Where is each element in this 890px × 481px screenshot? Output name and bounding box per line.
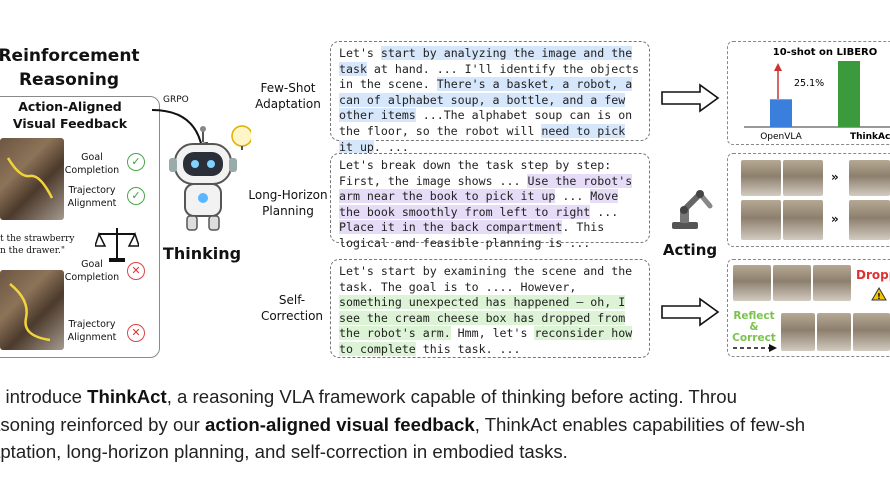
thinking-label: Thinking (162, 244, 242, 263)
reasoning-box-self-correction: Let's start by examining the scene and t… (330, 259, 650, 358)
trajectory-overlay (6, 157, 54, 199)
caption-text: , a reasoning VLA framework capable of t… (166, 386, 737, 407)
svg-text:!: ! (877, 292, 881, 301)
frame-image (853, 313, 890, 351)
feedback-title: Action-Aligned Visual Feedback (0, 98, 140, 132)
frame-image (849, 160, 890, 196)
instruction-quote: t the strawberry n the drawer." (0, 234, 75, 256)
robot-arm-icon (672, 190, 713, 229)
frame-image (817, 313, 851, 351)
frame-image (813, 265, 851, 301)
caption-text: , ThinkAct enables capabilities of few-s… (474, 413, 806, 435)
warning-icon: ! (871, 287, 887, 301)
reasoning-text: . This logical and feasible planning is … (339, 220, 605, 250)
frame-image (849, 200, 890, 240)
goal-completion-label: Goal Completion (64, 152, 120, 176)
libero-bar-chart: 10-shot on LIBERO 25.1% OpenVLA ThinkAct… (744, 47, 890, 142)
reasoning-text: at hand. ... I'll identify the objects i… (339, 61, 640, 92)
highlighted-reasoning-text: Place it in the back compartment (339, 220, 563, 235)
capability-label-few-shot: Few-Shot Adaptation (255, 81, 321, 111)
frame-image (741, 200, 781, 240)
reasoning-text: Let's (339, 46, 381, 60)
capability-label-self-correction: Self- Correction (260, 293, 324, 323)
acting-label: Acting (662, 241, 718, 259)
scene-photo-success (0, 138, 64, 220)
libero-chart-box (727, 41, 890, 145)
check-icon: ✓ (127, 153, 145, 171)
reasoning-text: Let's start by examining the scene and t… (339, 264, 633, 294)
capability-label-long-horizon: Long-Horizon Planning (248, 188, 328, 218)
sequence-chevron-icon: » (831, 170, 839, 184)
caption-line-1: e introduce ThinkAct, a reasoning VLA fr… (0, 383, 890, 411)
caption-text: e introduce (0, 386, 82, 407)
title-line-1: Reinforcement (0, 46, 140, 66)
cross-icon: ✕ (127, 324, 145, 342)
trajectory-alignment-label: Trajectory Alignment (67, 319, 117, 343)
scene-photo-failure (0, 270, 64, 350)
sequence-chevron-icon: » (831, 212, 839, 226)
x-tick-thinkact: ThinkAct (Ours) (850, 132, 890, 142)
trajectory-overlay (9, 283, 51, 342)
robot-icon (169, 125, 251, 231)
reasoning-text: Let's break down the task step by step: … (339, 158, 612, 188)
reinforcement-reasoning-title: Reinforcement Reasoning (0, 44, 144, 92)
reflect-correct-label: Reflect & Correct (732, 310, 776, 344)
reasoning-box-long-horizon: Let's break down the task step by step: … (330, 153, 650, 250)
frame-image (741, 160, 781, 196)
figure-caption: e introduce ThinkAct, a reasoning VLA fr… (0, 383, 890, 466)
check-icon: ✓ (127, 187, 145, 205)
reasoning-text: ... (590, 204, 619, 219)
frame-image (773, 265, 811, 301)
goal-completion-label: Goal Completion (64, 259, 120, 283)
reasoning-text: ... (555, 189, 591, 204)
feedback-title-line-1: Action-Aligned (18, 99, 122, 114)
balance-scale-icon (95, 228, 139, 262)
reasoning-text: this task. ... (415, 341, 521, 356)
grpo-label: GRPO (163, 95, 189, 105)
frame-image (783, 160, 823, 196)
dashed-arrow-icon (733, 344, 777, 352)
caption-line-2: asoning reinforced by our action-aligned… (0, 411, 890, 439)
cross-icon: ✕ (127, 262, 145, 280)
reasoning-text: Hmm, let's (450, 326, 535, 341)
caption-bold: ThinkAct (87, 386, 167, 407)
chart-annotation: 25.1% (794, 78, 824, 89)
reasoning-box-few-shot: Let's start by analyzing the image and t… (330, 41, 650, 154)
improvement-arrowhead (774, 63, 782, 71)
caption-bold: action-aligned visual feedback (205, 413, 475, 435)
right-arrow-icon (661, 297, 720, 327)
caption-line-3: aptation, long-horizon planning, and sel… (0, 441, 568, 462)
chart-title: 10-shot on LIBERO (773, 47, 878, 58)
title-line-2: Reasoning (18, 70, 120, 90)
dropped-label: Dropp (856, 268, 890, 282)
frame-image (781, 313, 815, 351)
chart-bars (770, 61, 860, 127)
feedback-title-line-2: Visual Feedback (12, 116, 128, 131)
frame-image (783, 200, 823, 240)
caption-text: asoning reinforced by our (0, 413, 205, 435)
bar-openvla (770, 99, 792, 127)
reasoning-text: ...The alphabet soup can is on the floor… (339, 108, 633, 138)
frame-image (733, 265, 771, 301)
x-tick-openvla: OpenVLA (760, 132, 802, 142)
reasoning-text: . ... (373, 139, 409, 154)
trajectory-alignment-label: Trajectory Alignment (67, 185, 117, 209)
bar-thinkact (838, 61, 860, 127)
right-arrow-icon (661, 83, 720, 113)
